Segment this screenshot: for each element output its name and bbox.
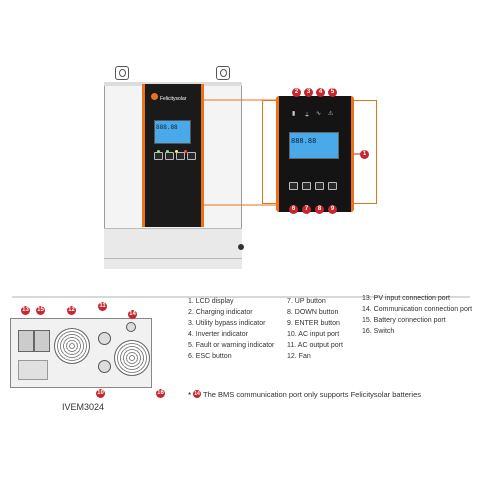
- inverter-bottom-ridge: [104, 258, 242, 259]
- fan-left: [54, 328, 90, 364]
- zoomed-lcd-readout: 888.88: [291, 137, 317, 145]
- front-esc-button[interactable]: [154, 152, 163, 160]
- pv-input-terminals: [18, 330, 34, 352]
- callout-badge-11: 11: [98, 302, 107, 311]
- mounting-hole-right: [216, 66, 230, 80]
- legend-item: 4. Inverter indicator: [188, 331, 248, 338]
- legend-item: 15. Battery connection port: [362, 317, 446, 324]
- legend-item: 13. PV input connection port: [362, 295, 450, 302]
- callout-badge-7: 7: [302, 205, 311, 214]
- communication-port: [126, 322, 136, 332]
- bypass-indicator-icon: ⏚: [304, 113, 311, 119]
- legend-item: 1. LCD display: [188, 298, 234, 305]
- indicator-led: [166, 150, 169, 153]
- callout-badge-9: 9: [328, 205, 337, 214]
- callout-badge-13: 13: [21, 306, 30, 315]
- legend-item: 8. DOWN button: [287, 309, 339, 316]
- down-button[interactable]: [315, 182, 324, 190]
- inverter-lcd-readout: 888.88: [156, 124, 178, 131]
- callout-badge-14: 14: [128, 310, 137, 319]
- note-badge-14: 14: [193, 390, 201, 398]
- indicator-led: [175, 150, 178, 153]
- callout-badge-2: 2: [292, 88, 301, 97]
- callout-badge-8: 8: [315, 205, 324, 214]
- legend-item: 7. UP button: [287, 298, 326, 305]
- note-asterisk: *: [188, 391, 192, 400]
- callout-badge-10: 10: [96, 389, 105, 398]
- callout-badge-16: 16: [156, 389, 165, 398]
- mounting-hole-left: [115, 66, 129, 80]
- ac-output-port: [98, 332, 111, 345]
- up-button[interactable]: [302, 182, 311, 190]
- front-indicator-row: [157, 150, 189, 154]
- inverter-lcd: [154, 120, 191, 144]
- enter-button[interactable]: [328, 182, 337, 190]
- callout-badge-1: 1: [360, 150, 369, 159]
- callout-badge-4: 4: [316, 88, 325, 97]
- legend-item: 16. Switch: [362, 328, 395, 335]
- legend-col1: 1. LCD display 2. Charging indicator 3. …: [188, 298, 274, 364]
- front-up-button[interactable]: [165, 152, 174, 160]
- indicator-led: [184, 150, 187, 153]
- callout-badge-6: 6: [289, 205, 298, 214]
- charging-indicator-icon: ▮: [292, 111, 296, 117]
- brand-logo-icon: [151, 93, 158, 100]
- legend-item: 5. Fault or warning indicator: [188, 342, 275, 349]
- ac-input-port: [98, 360, 111, 373]
- warning-label: [18, 360, 48, 380]
- battery-terminals: [34, 330, 50, 352]
- esc-button[interactable]: [289, 182, 298, 190]
- legend-item: 6. ESC button: [188, 353, 232, 360]
- legend-item: 3. Utility bypass indicator: [188, 320, 266, 327]
- callout-badge-12: 12: [67, 306, 76, 315]
- brand-name: Felicitysolar: [160, 96, 187, 102]
- fan-right: [114, 340, 150, 376]
- fault-indicator-icon: ⚠: [328, 111, 334, 117]
- legend-item: 12. Fan: [287, 353, 311, 360]
- legend-item: 9. ENTER button: [287, 320, 340, 327]
- zoomed-lcd: [289, 132, 339, 159]
- callout-badge-5: 5: [328, 88, 337, 97]
- legend-item: 2. Charging indicator: [188, 309, 253, 316]
- model-name: IVEM3024: [62, 402, 105, 412]
- callout-badge-3: 3: [304, 88, 313, 97]
- inverter-bottom-band: [104, 228, 242, 269]
- legend-item: 14. Communication connection port: [362, 306, 473, 313]
- indicator-led: [157, 150, 160, 153]
- front-down-button[interactable]: [176, 152, 185, 160]
- bms-note: The BMS communication port only supports…: [203, 390, 422, 399]
- legend-col3: 13. PV input connection port 14. Communi…: [362, 295, 472, 339]
- inverter-indicator-icon: ∿: [316, 111, 322, 117]
- legend-item: 10. AC input port: [287, 331, 340, 338]
- front-enter-button[interactable]: [187, 152, 196, 160]
- legend-item: 11. AC output port: [287, 342, 343, 349]
- legend-col2: 7. UP button 8. DOWN button 9. ENTER but…: [287, 298, 343, 364]
- callout-badge-15: 15: [36, 306, 45, 315]
- inverter-switch: [238, 244, 244, 250]
